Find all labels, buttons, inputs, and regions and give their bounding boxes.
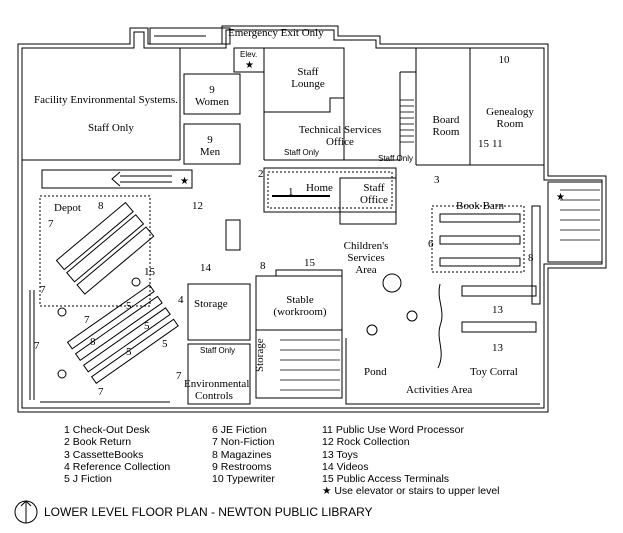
legend-item: 8 Magazines — [212, 448, 272, 461]
word-processor-number: 11 — [492, 138, 503, 150]
toy-corral-label: Toy Corral — [470, 366, 518, 378]
rock-collection-number: 12 — [192, 200, 203, 212]
staff-only-storage-label: Staff Only — [200, 346, 235, 355]
magazines-number: 8 — [90, 336, 96, 348]
women-restroom-label: Women — [195, 96, 229, 108]
page-title: LOWER LEVEL FLOOR PLAN - NEWTON PUBLIC L… — [44, 505, 373, 519]
reference-number: 4 — [178, 294, 184, 306]
nonfiction-number: 7 — [98, 386, 104, 398]
j-fiction-number: 5 — [144, 320, 150, 332]
legend-item: 15 Public Access Terminals — [322, 473, 450, 486]
legend-item: 7 Non-Fiction — [212, 436, 275, 449]
elevator-label: Elev. — [240, 50, 258, 59]
nonfiction-number: 7 — [34, 340, 40, 352]
nonfiction-number: 7 — [176, 370, 182, 382]
legend-item: 1 Check-Out Desk — [64, 424, 150, 436]
storage-room-label: Storage — [194, 298, 228, 310]
legend-item: 2 Book Return — [64, 436, 132, 449]
genealogy-room-label: Genealogy Room — [486, 106, 534, 130]
terminal-number: 15 — [478, 138, 489, 150]
star-icon: ★ — [245, 60, 254, 71]
legend-column-2: 6 JE Fiction 7 Non-Fiction 8 Magazines 9… — [212, 424, 275, 485]
nonfiction-number: 7 — [40, 284, 46, 296]
star-icon: ★ — [556, 192, 565, 203]
magazines-number: 8 — [528, 252, 534, 264]
legend-column-1: 1 Check-Out Desk 2 Book Return 3 Cassett… — [64, 424, 170, 485]
staff-lounge-label: Staff Lounge — [291, 66, 325, 90]
legend-item: 3 CassetteBooks — [64, 448, 144, 461]
book-return-number: 2 — [258, 168, 264, 180]
home-label: Home — [306, 182, 333, 194]
terminal-number: 15 — [144, 266, 155, 278]
tech-services-label: Technical Services Office — [298, 124, 382, 148]
magazines-number: 8 — [260, 260, 266, 272]
activities-area-label: Activities Area — [406, 384, 473, 396]
depot-label: Depot — [54, 202, 81, 214]
magazines-number: 8 — [98, 200, 104, 212]
cassette-books-number: 3 — [434, 174, 440, 186]
book-barn-label: Book Barn — [456, 200, 504, 212]
restroom-number: 9 — [207, 134, 213, 146]
plan-footer: LOWER LEVEL FLOOR PLAN - NEWTON PUBLIC L… — [14, 500, 373, 524]
nonfiction-number: 7 — [48, 218, 54, 230]
legend-item: 9 Restrooms — [212, 460, 272, 473]
toys-number: 13 — [492, 304, 503, 316]
star-note-text: Use elevator or stairs to upper level — [334, 485, 500, 498]
legend-item: 14 Videos — [322, 460, 369, 473]
childrens-services-label: Children's Services Area — [343, 240, 389, 276]
videos-number: 14 — [200, 262, 211, 274]
legend-item: 12 Rock Collection — [322, 436, 410, 449]
star-icon: ★ — [180, 176, 189, 187]
typewriter-number: 10 — [498, 54, 510, 66]
stable-label: Stable (workroom) — [273, 294, 327, 318]
legend-star-note: ★ Use elevator or stairs to upper level — [322, 485, 500, 497]
legend-item: 5 J Fiction — [64, 473, 112, 486]
pond-label: Pond — [364, 366, 387, 378]
staff-only-tech-label: Staff Only — [284, 148, 319, 157]
j-fiction-number: 5 — [126, 300, 132, 312]
legend-item: 4 Reference Collection — [64, 460, 171, 473]
env-controls-label: Environmental Controls — [184, 378, 250, 402]
je-fiction-number: 6 — [428, 238, 434, 250]
emergency-exit-label: Emergency Exit Only — [228, 27, 324, 39]
legend-item: 10 Typewriter — [212, 473, 275, 486]
j-fiction-number: 5 — [162, 338, 168, 350]
toys-number: 13 — [492, 342, 503, 354]
j-fiction-number: 5 — [126, 346, 132, 358]
star-icon: ★ — [322, 485, 332, 498]
facility-label: Facility Environmental Systems. — [34, 94, 178, 106]
legend-item: 11 Public Use Word Processor — [322, 424, 465, 436]
staff-only-stairs-label: Staff Only — [378, 154, 413, 163]
men-restroom-label: Men — [199, 146, 221, 158]
staff-office-label: Staff Office — [360, 182, 388, 206]
staff-only-label: Staff Only — [88, 122, 134, 134]
legend-item: 13 Toys — [322, 448, 358, 461]
terminal-number: 15 — [304, 257, 315, 269]
legend-column-3: 11 Public Use Word Processor 12 Rock Col… — [322, 424, 500, 498]
board-room-label: Board Room — [432, 114, 460, 138]
nonfiction-number: 7 — [84, 314, 90, 326]
checkout-desk-number: 1 — [288, 186, 294, 198]
storage-side-label: Storage — [254, 338, 266, 372]
restroom-number: 9 — [209, 84, 215, 96]
legend-item: 6 JE Fiction — [212, 424, 267, 436]
